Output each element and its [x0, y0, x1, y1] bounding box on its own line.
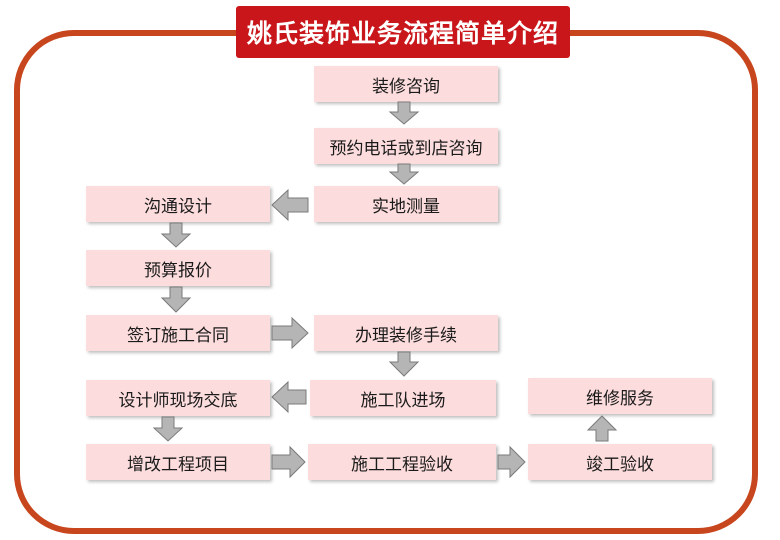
step-changes: 增改工程项目	[86, 444, 270, 480]
step-disclosure: 设计师现场交底	[86, 380, 270, 416]
step-entry: 施工队进场	[310, 380, 496, 416]
step-quote: 预算报价	[86, 250, 270, 286]
step-contract: 签订施工合同	[86, 315, 270, 351]
step-measure: 实地测量	[314, 186, 498, 222]
step-maintenance: 维修服务	[528, 378, 712, 414]
step-design: 沟通设计	[86, 186, 270, 222]
step-consult: 装修咨询	[314, 66, 498, 102]
diagram-title: 姚氏装饰业务流程简单介绍	[236, 6, 570, 58]
step-inspection: 施工工程验收	[308, 444, 496, 480]
step-permits: 办理装修手续	[314, 315, 498, 351]
step-appointment: 预约电话或到店咨询	[314, 128, 498, 164]
step-completion: 竣工验收	[528, 444, 712, 480]
